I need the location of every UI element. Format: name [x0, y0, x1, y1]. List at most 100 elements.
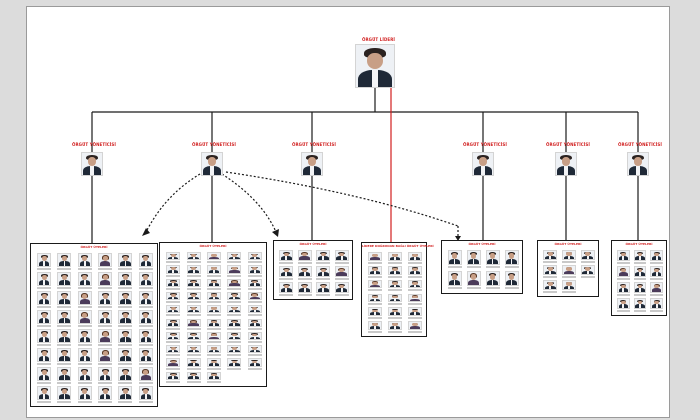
member-caption — [57, 287, 72, 289]
member-caption — [617, 294, 630, 296]
member-photo — [186, 252, 201, 261]
member-caption — [297, 278, 312, 280]
group-label: ÖRGÜT ÜYELERİ — [299, 242, 327, 246]
member-caption — [227, 354, 242, 357]
member-photo — [138, 291, 153, 305]
member-photo — [138, 367, 153, 381]
member-caption — [227, 301, 242, 304]
member-tile — [464, 271, 483, 292]
member-caption — [37, 325, 52, 327]
member-tile — [365, 321, 385, 335]
member-caption — [118, 325, 133, 327]
manager-photo — [301, 152, 323, 176]
member-tile — [34, 386, 54, 405]
member-tile — [136, 386, 156, 405]
member-caption — [650, 294, 663, 296]
member-caption — [334, 278, 349, 280]
member-caption — [206, 287, 221, 290]
member-caption — [504, 287, 519, 289]
member-photo — [543, 265, 558, 275]
member-photo — [368, 307, 382, 317]
member-caption — [247, 367, 262, 370]
member-photo — [408, 307, 422, 317]
member-tile — [296, 266, 315, 282]
member-tile — [95, 310, 115, 329]
member-tile — [115, 386, 135, 405]
member-photo — [37, 329, 52, 343]
member-tile — [204, 265, 224, 278]
member-photo — [227, 265, 242, 274]
member-tile — [245, 345, 265, 358]
member-photo — [57, 386, 72, 400]
member-photo — [561, 250, 576, 260]
member-caption — [247, 341, 262, 344]
member-tile — [483, 250, 502, 271]
member-photo — [186, 358, 201, 367]
member-caption — [166, 341, 181, 344]
member-photo — [186, 305, 201, 314]
member-tile — [163, 265, 183, 278]
member-tile — [95, 386, 115, 405]
member-photo — [98, 272, 113, 286]
member-tile — [95, 272, 115, 291]
member-group-4: LİDERE DOĞRUDAN BAĞLI ÖRGÜT ÜYELERİ — [361, 242, 434, 337]
member-tile — [560, 250, 579, 265]
member-tile — [502, 250, 521, 271]
member-tile — [483, 271, 502, 292]
member-photo — [77, 367, 92, 381]
member-caption — [617, 310, 630, 312]
manager-label: ÖRGÜT YÖNETİCİSİ — [192, 142, 236, 147]
member-photo — [504, 271, 519, 286]
member-tile — [648, 298, 665, 314]
member-photo — [408, 293, 422, 303]
member-tile — [183, 278, 203, 292]
member-caption — [543, 291, 558, 293]
member-tile — [385, 279, 405, 294]
member-caption — [166, 301, 181, 304]
member-caption — [57, 344, 72, 346]
member-caption — [138, 344, 153, 346]
member-photo — [633, 298, 647, 309]
member-caption — [98, 268, 113, 270]
member-photo — [617, 282, 630, 293]
member-caption — [504, 266, 519, 268]
member-photo — [447, 271, 462, 286]
member-tile — [34, 367, 54, 386]
member-photo — [408, 265, 422, 275]
member-photo — [98, 310, 113, 324]
manager-label: ÖRGÜT YÖNETİCİSİ — [546, 142, 590, 147]
member-tile — [115, 253, 135, 272]
member-photo — [118, 348, 133, 362]
member-tile — [136, 291, 156, 310]
member-photo — [57, 253, 72, 267]
member-caption — [37, 268, 52, 270]
member-photo — [77, 329, 92, 343]
member-photo — [247, 265, 262, 274]
member-caption — [561, 276, 576, 278]
member-tile — [245, 331, 265, 345]
member-caption — [650, 262, 663, 264]
member-caption — [77, 325, 92, 327]
member-tile — [54, 329, 74, 348]
member-photo — [316, 250, 331, 261]
member-caption — [334, 262, 349, 264]
member-photo — [118, 386, 133, 400]
member-caption — [166, 314, 181, 317]
manager-photo — [472, 152, 494, 176]
member-tile — [224, 291, 244, 305]
member-caption — [118, 287, 133, 289]
member-caption — [138, 401, 153, 403]
member-tile — [136, 272, 156, 291]
member-caption — [580, 261, 595, 263]
member-photo — [650, 250, 663, 261]
member-photo — [166, 291, 181, 301]
member-photo — [166, 345, 181, 354]
member-caption — [138, 268, 153, 270]
member-tile — [183, 318, 203, 332]
member-photo — [368, 293, 382, 303]
member-tile — [54, 310, 74, 329]
member-tile — [136, 367, 156, 386]
member-tile — [115, 272, 135, 291]
member-caption — [166, 380, 181, 383]
member-tile — [34, 291, 54, 310]
